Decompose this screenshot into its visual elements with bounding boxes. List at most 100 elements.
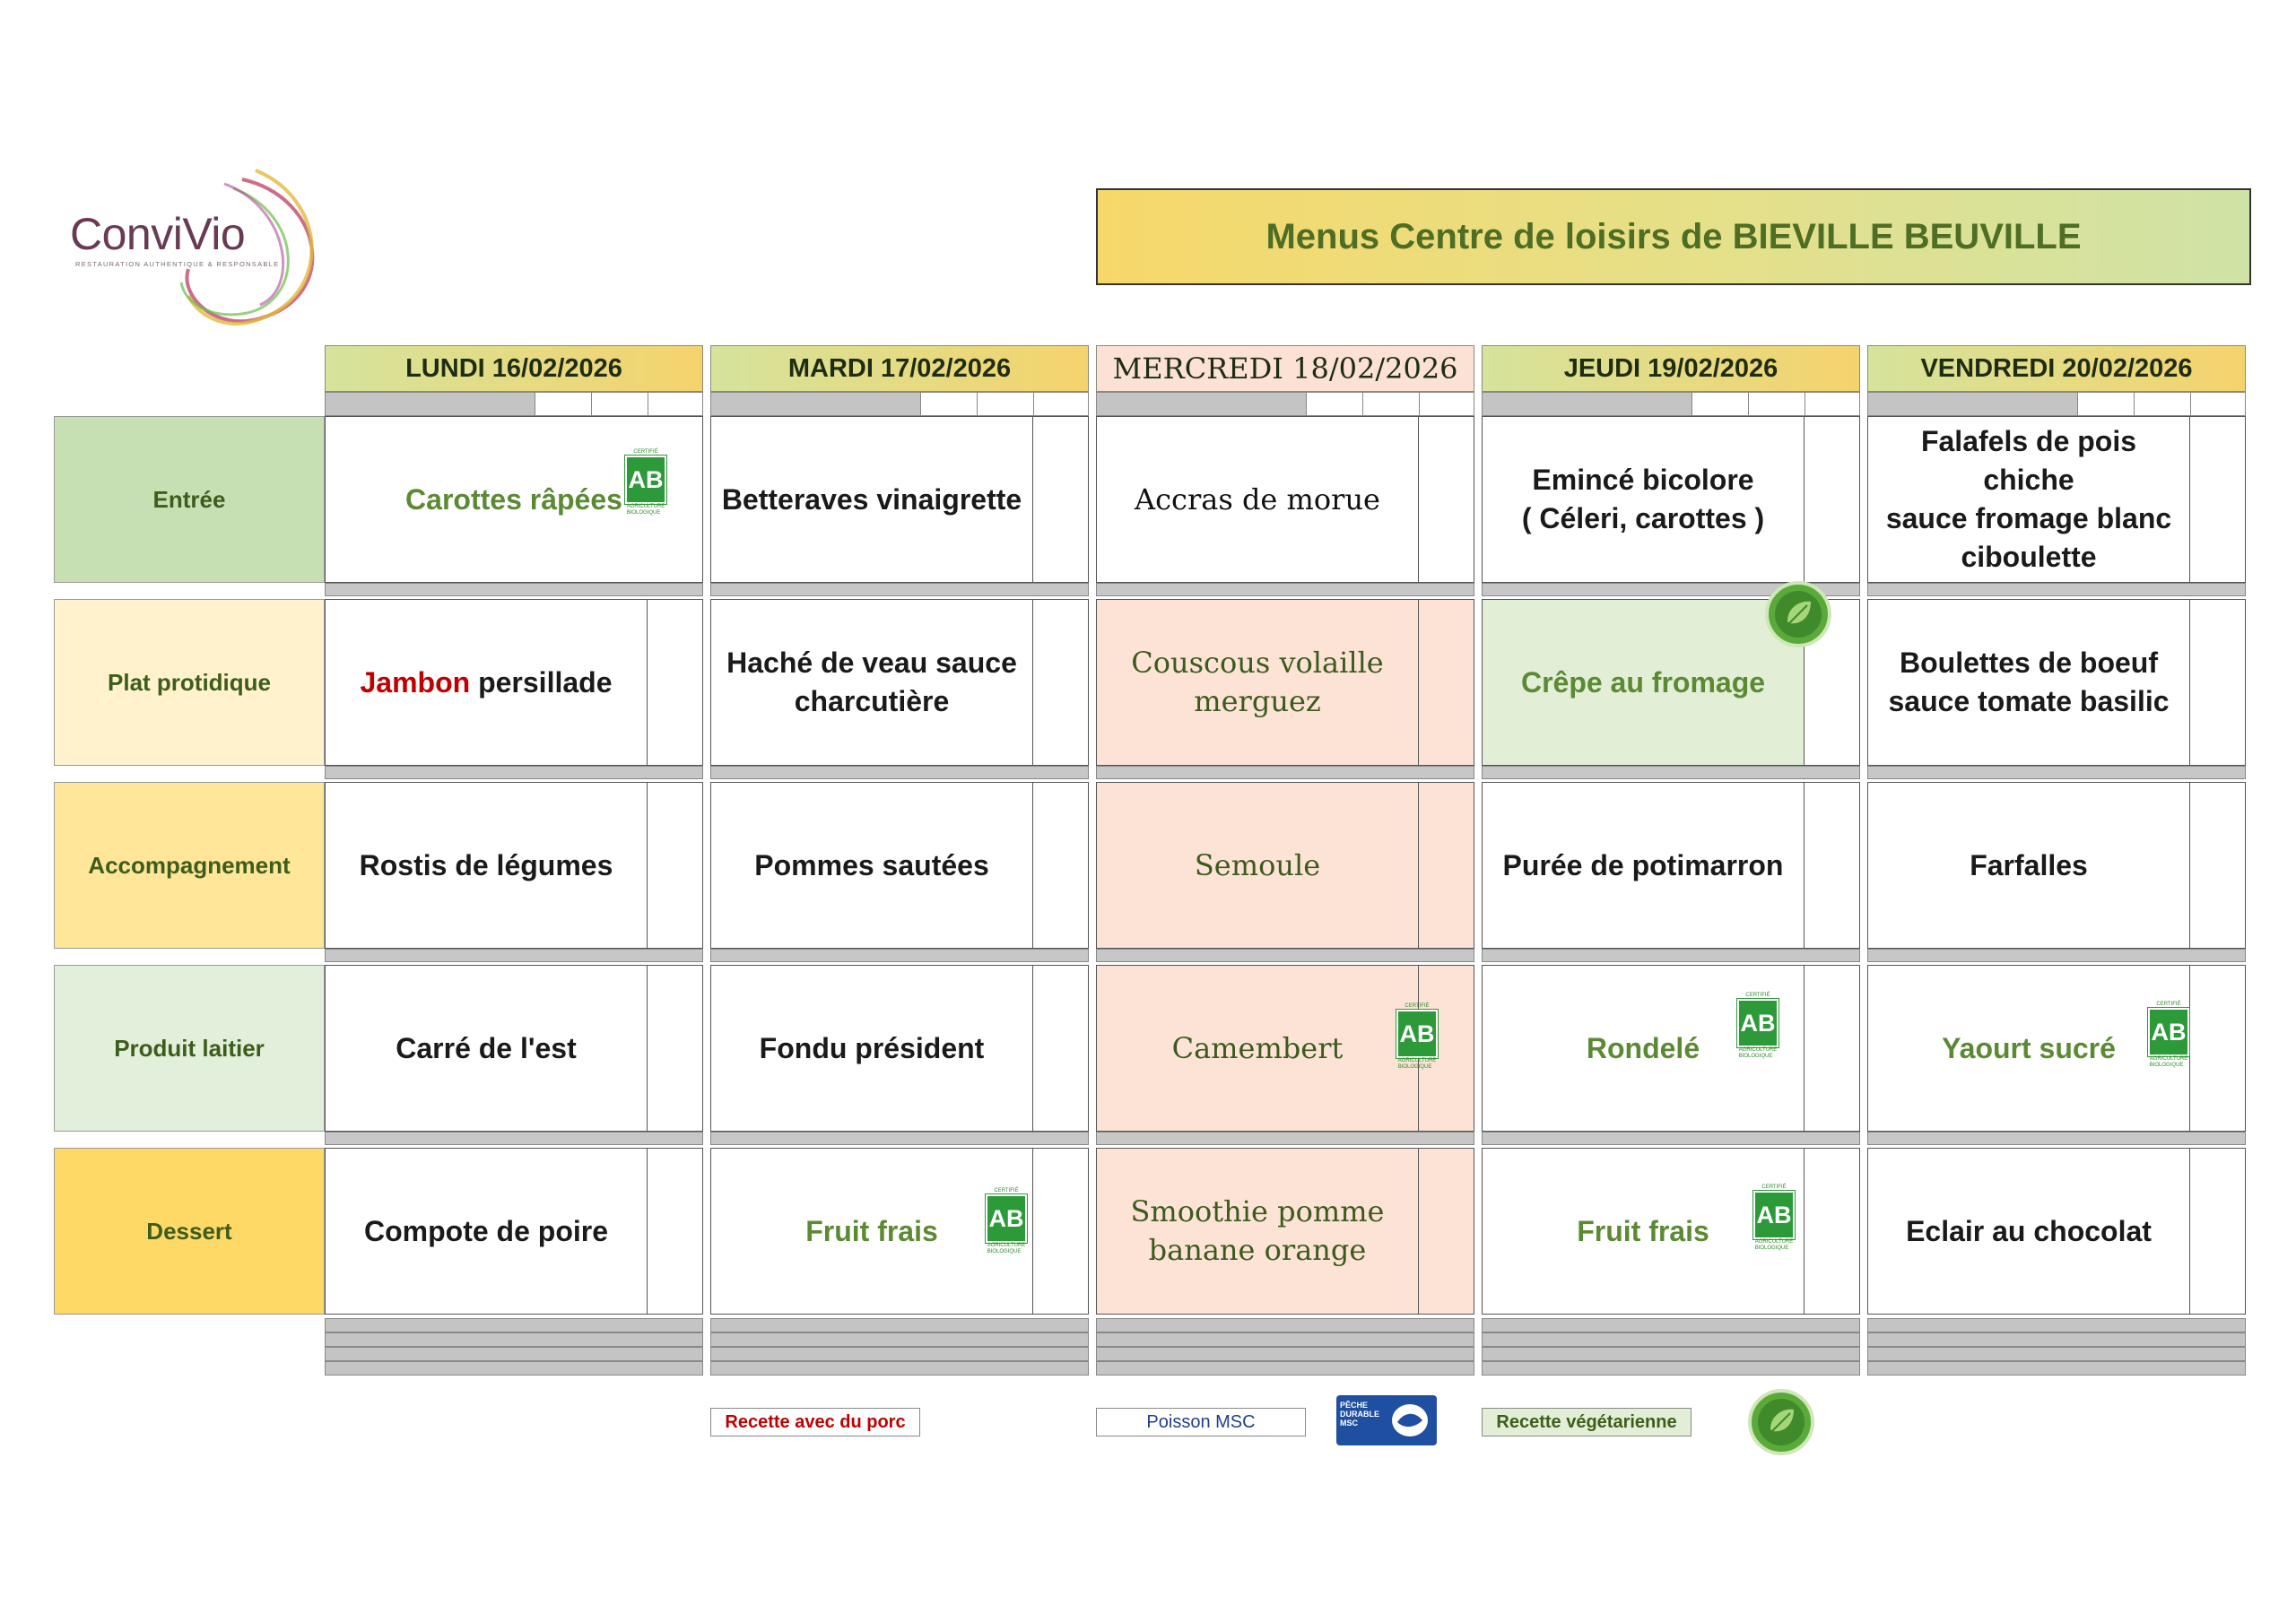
dish-name: Carottes râpées xyxy=(405,482,622,516)
day-subrow xyxy=(325,392,703,416)
vegetarian-leaf-icon xyxy=(1765,581,1831,647)
dish-name: Pommes sautées xyxy=(754,848,989,881)
dish-name: Emincé bicolore ( Céleri, carottes ) xyxy=(1521,464,1765,534)
menu-cell-plat-mercredi: Couscous volaille merguez xyxy=(1096,599,1474,766)
menu-cell-entree-mercredi: Accras de morue xyxy=(1096,416,1474,583)
row-separator xyxy=(710,949,1089,962)
menu-cell-plat-mardi: Haché de veau sauce charcutière xyxy=(710,599,1089,766)
row-separator xyxy=(710,583,1089,596)
msc-logo-icon: PÊCHE DURABLE MSC xyxy=(1336,1395,1437,1445)
dish-name: Fruit frais xyxy=(805,1214,938,1247)
menu-cell-plat-lundi: Jambon persillade xyxy=(325,599,703,766)
dish-name: Compote de poire xyxy=(363,1214,608,1247)
dish-name: Rostis de légumes xyxy=(359,848,613,881)
row-separator xyxy=(1867,949,2246,962)
dish-name: Fruit frais xyxy=(1577,1214,1709,1247)
dish-name: Falafels de pois chiche sauce fromage bl… xyxy=(1885,425,2172,573)
legend-msc: Poisson MSC xyxy=(1096,1408,1306,1436)
menu-cell-accompagnement-vendredi: Farfalles xyxy=(1867,782,2246,949)
row-separator xyxy=(1482,583,1860,596)
dish-name: Camembert xyxy=(1171,1030,1344,1065)
row-separator xyxy=(1096,766,1474,779)
vegetarian-leaf-icon xyxy=(1748,1389,1814,1455)
menu-cell-accompagnement-mardi: Pommes sautées xyxy=(710,782,1089,949)
menu-cell-entree-vendredi: Falafels de pois chiche sauce fromage bl… xyxy=(1867,416,2246,583)
menu-cell-plat-jeudi: Crêpe au fromage xyxy=(1482,581,1860,766)
menu-cell-laitier-mardi: Fondu président xyxy=(710,965,1089,1132)
menu-cell-dessert-lundi: Compote de poire xyxy=(325,1148,703,1315)
footer-bars xyxy=(325,1318,703,1376)
row-separator xyxy=(1482,766,1860,779)
dish-name: Jambon persillade xyxy=(326,600,647,765)
category-laitier: Produit laitier xyxy=(54,965,325,1132)
dish-name: Carré de l'est xyxy=(396,1031,577,1064)
category-accompagnement: Accompagnement xyxy=(54,782,325,949)
dish-name: Crêpe au fromage xyxy=(1520,665,1766,699)
day-header-mardi: MARDI 17/02/2026 xyxy=(710,345,1089,392)
menu-cell-plat-vendredi: Boulettes de boeuf sauce tomate basilic xyxy=(1867,599,2246,766)
row-separator xyxy=(710,766,1089,779)
menu-cell-entree-jeudi: Emincé bicolore ( Céleri, carottes ) xyxy=(1482,416,1860,583)
menu-cell-accompagnement-jeudi: Purée de potimarron xyxy=(1482,782,1860,949)
row-separator xyxy=(1096,1132,1474,1145)
dish-name: Smoothie pomme banane orange xyxy=(1130,1194,1385,1267)
row-separator xyxy=(1867,1132,2246,1145)
dish-name: Semoule xyxy=(1194,847,1321,882)
dish-name: Fondu président xyxy=(759,1031,985,1064)
legend-vegetarian: Recette végétarienne xyxy=(1482,1408,1692,1436)
day-header-mercredi: MERCREDI 18/02/2026 xyxy=(1096,345,1474,392)
row-separator xyxy=(1096,949,1474,962)
day-header-lundi: LUNDI 16/02/2026 xyxy=(325,345,703,392)
category-plat: Plat protidique xyxy=(54,599,325,766)
row-separator xyxy=(1482,1132,1860,1145)
category-entree: Entrée xyxy=(54,416,325,583)
dish-name: Betteraves vinaigrette xyxy=(721,482,1022,516)
row-separator xyxy=(1867,583,2246,596)
footer-bars xyxy=(1482,1318,1860,1376)
day-header-vendredi: VENDREDI 20/02/2026 xyxy=(1867,345,2246,392)
dish-name: Purée de potimarron xyxy=(1502,848,1784,881)
menu-cell-laitier-lundi: Carré de l'est xyxy=(325,965,703,1132)
dish-name: Accras de morue xyxy=(1135,482,1380,516)
dish-name: Farfalles xyxy=(1970,848,2088,881)
day-subrow xyxy=(710,392,1089,416)
row-separator xyxy=(325,583,703,596)
row-separator xyxy=(325,766,703,779)
day-subrow xyxy=(1867,392,2246,416)
category-dessert: Dessert xyxy=(54,1148,325,1315)
day-header-jeudi: JEUDI 19/02/2026 xyxy=(1482,345,1860,392)
footer-bars xyxy=(710,1318,1089,1376)
page-title: Menus Centre de loisirs de BIEVILLE BEUV… xyxy=(1096,188,2251,285)
row-separator xyxy=(1867,766,2246,779)
pork-dish-word: Jambon xyxy=(360,665,471,699)
brand-tagline: RESTAURATION AUTHENTIQUE & RESPONSABLE xyxy=(75,260,280,268)
row-separator xyxy=(1096,583,1474,596)
dish-name: Couscous volaille merguez xyxy=(1131,646,1384,718)
legend-pork: Recette avec du porc xyxy=(710,1408,920,1436)
day-subrow xyxy=(1096,392,1474,416)
brand-name: ConviVio xyxy=(70,209,246,259)
menu-cell-dessert-vendredi: Eclair au chocolat xyxy=(1867,1148,2246,1315)
menu-cell-accompagnement-mercredi: Semoule xyxy=(1096,782,1474,949)
convivio-logo-swirl xyxy=(179,169,315,325)
dish-name: Rondelé xyxy=(1586,1031,1700,1064)
dish-name: Eclair au chocolat xyxy=(1906,1214,2152,1247)
menu-cell-dessert-mercredi: Smoothie pomme banane orange xyxy=(1096,1148,1474,1315)
row-separator xyxy=(325,949,703,962)
footer-bars xyxy=(1096,1318,1474,1376)
dish-name: Yaourt sucré xyxy=(1942,1031,2116,1064)
menu-cell-accompagnement-lundi: Rostis de légumes xyxy=(325,782,703,949)
row-separator xyxy=(1482,949,1860,962)
row-separator xyxy=(325,1132,703,1145)
